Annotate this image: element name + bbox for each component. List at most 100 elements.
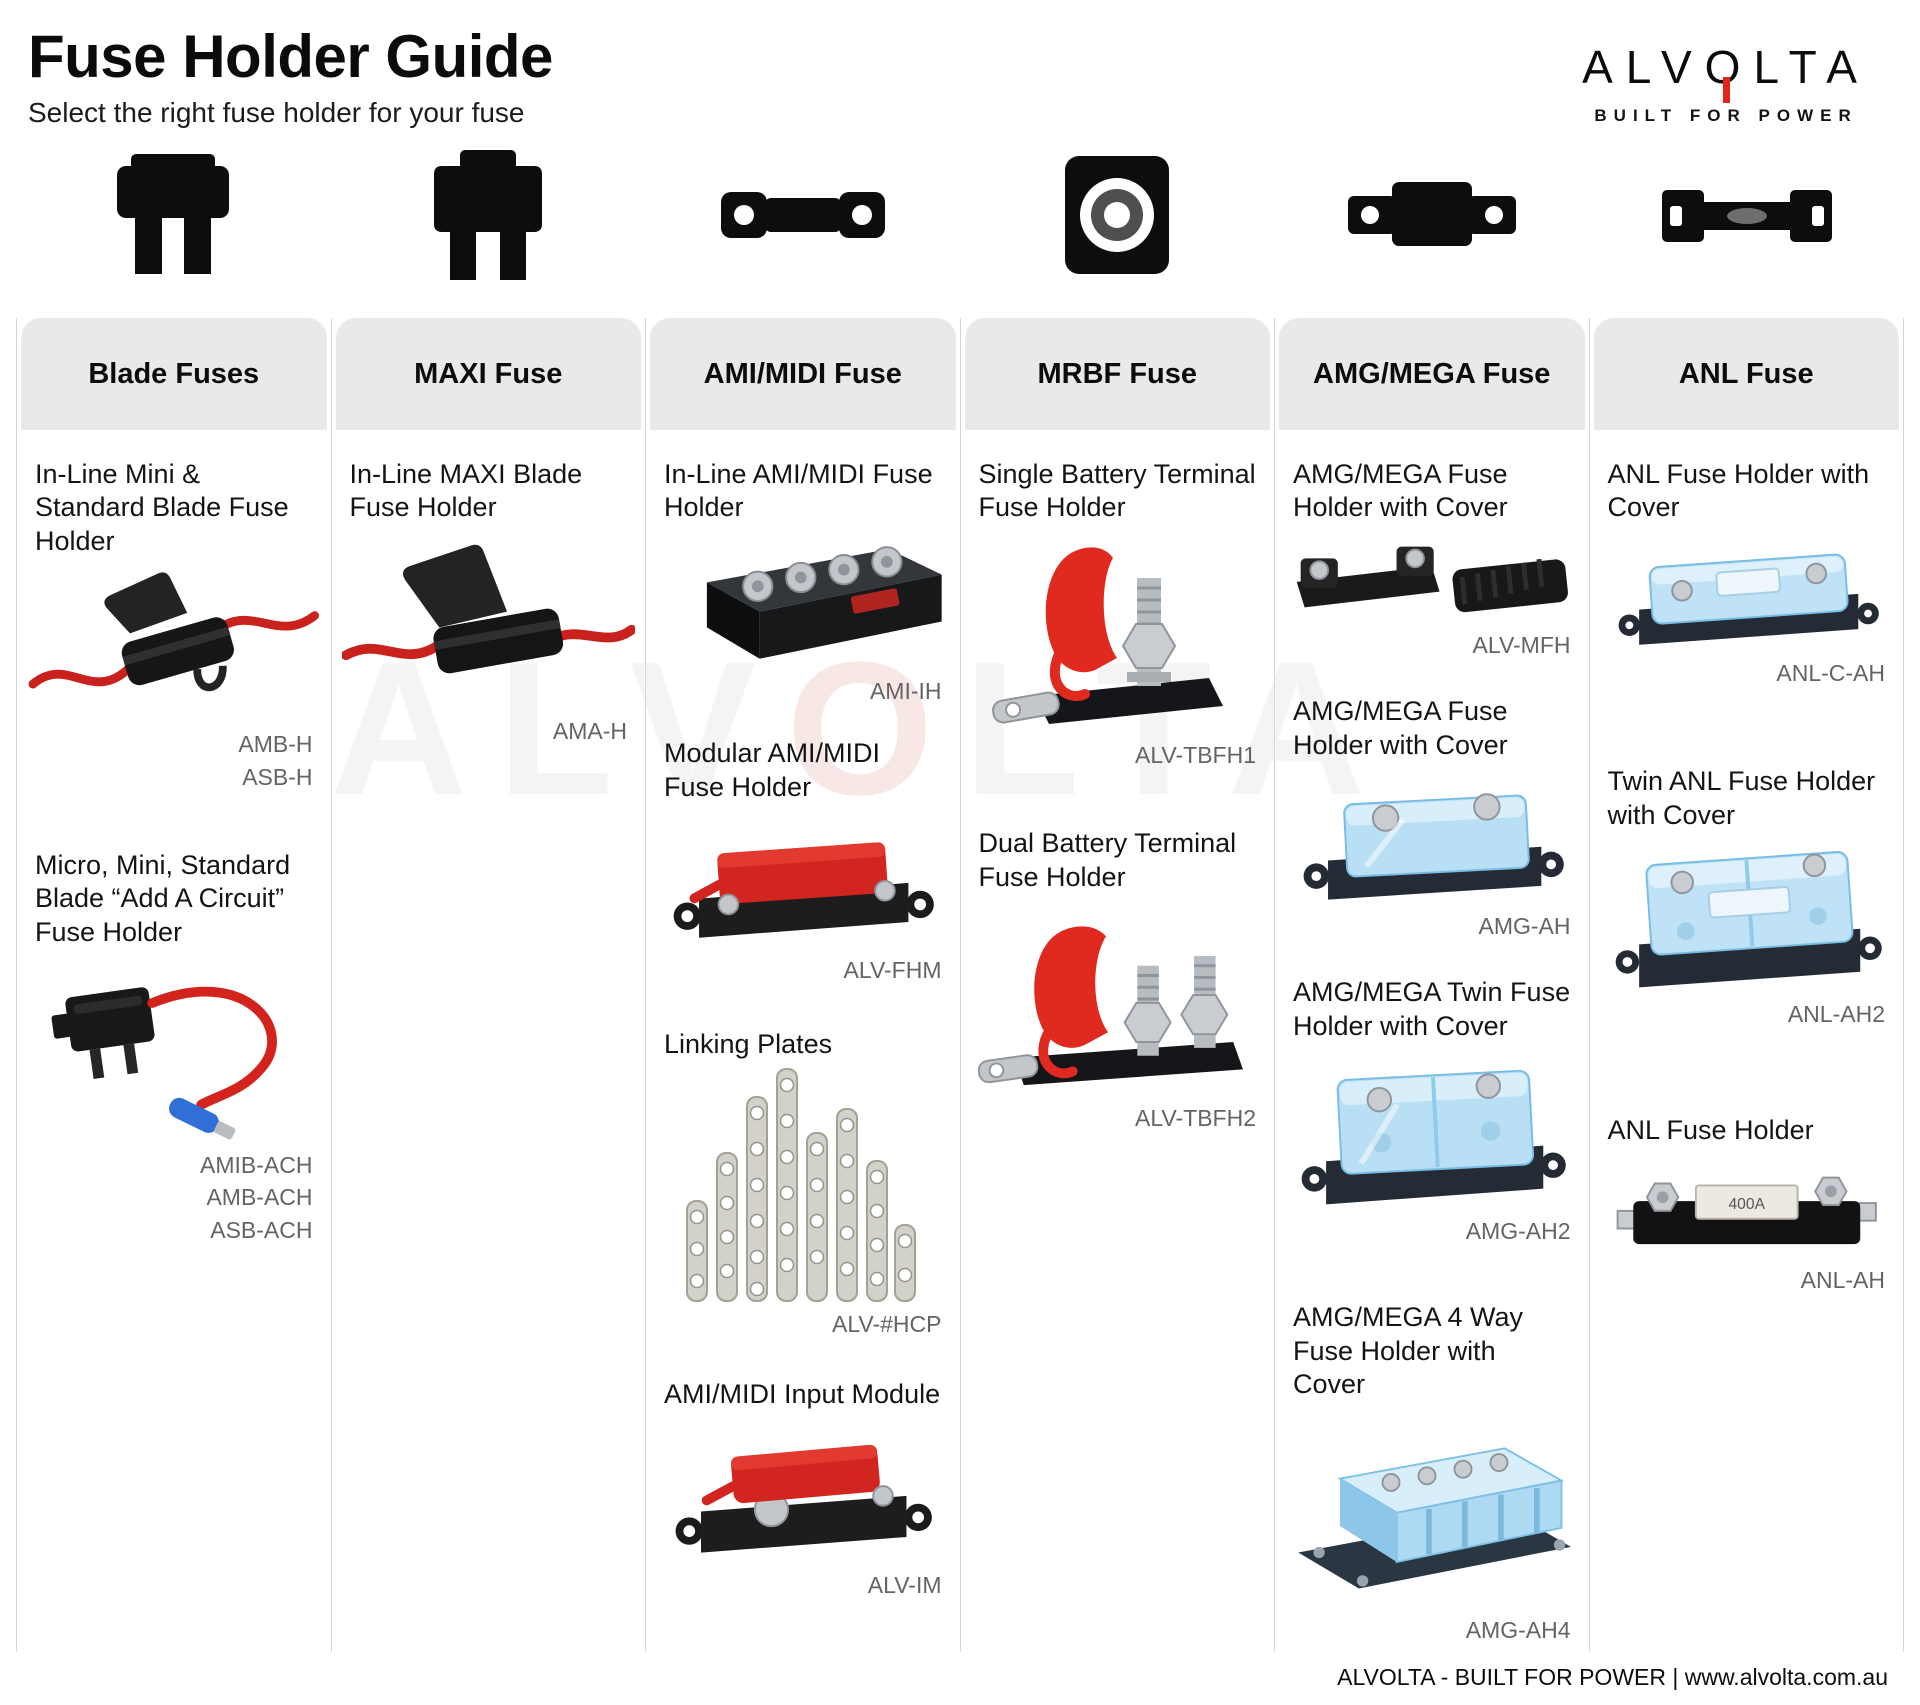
column-amg-mega-fuse: AMG/MEGA Fuse AMG/MEGA Fuse Holder with … [1275,318,1590,1652]
product-card-anl-c-ah: ANL Fuse Holder with Cover [1600,458,1894,689]
column-header-maxi-fuse: MAXI Fuse [335,318,641,430]
page-subtitle: Select the right fuse holder for your fu… [28,97,525,128]
product-title: AMG/MEGA Fuse Holder with Cover [1293,696,1508,760]
product-code: ASB-ACH [210,1216,313,1243]
midi-fuse-icon [720,191,885,238]
product-code: ASB-H [242,763,313,790]
product-codes: ALV-TBFH2 [971,1102,1265,1134]
brand-logo-o-mark: O [1704,41,1754,103]
product-image-anl-holder-cover [1600,525,1894,657]
product-code: AMG-AH [1478,913,1571,940]
product-title: AMG/MEGA Fuse Holder with Cover [1293,459,1508,523]
product-image-dual-battery-terminal-holder [971,894,1265,1102]
product-code: AMB-H [238,731,313,758]
product-codes: ALV-#HCP [656,1308,950,1340]
product-title: ANL Fuse Holder [1607,1115,1814,1146]
product-card-anl-ah: ANL Fuse Holder 400A [1600,1114,1894,1296]
anl-fuse-icon [1661,189,1832,242]
product-code: ANL-AH2 [1787,1001,1885,1028]
product-card-amg-ah2: AMG/MEGA Twin Fuse Holder with Cover [1285,976,1579,1247]
column-anl-fuse: ANL Fuse ANL Fuse Holder with Cover [1590,318,1904,1652]
standard-blade-fuse-icon [117,153,230,274]
watermark-o: O [785,623,964,835]
product-title: Linking Plates [664,1029,833,1060]
product-codes: ANL-AH [1600,1264,1894,1296]
icon-cell-mega [1275,142,1590,287]
product-code: ALV-FHM [843,957,942,984]
product-image-mega-twin-holder [1285,1043,1579,1215]
column-header-label: AMI/MIDI Fuse [703,357,902,390]
column-body-mrbf-fuse: Single Battery Terminal Fuse Holder [961,430,1275,1652]
column-header-mrbf-fuse: MRBF Fuse [964,318,1270,430]
product-card-amg-ah4: AMG/MEGA 4 Way Fuse Holder with Cover [1285,1301,1579,1646]
column-header-ami-midi-fuse: AMI/MIDI Fuse [650,318,956,430]
product-image-mega-holder-blue-cover [1285,762,1579,910]
product-card-amg-ah: AMG/MEGA Fuse Holder with Cover [1285,695,1579,942]
product-card-linking-plates: Linking Plates [656,1028,950,1340]
icon-cell-mrbf [960,142,1275,287]
product-codes: AMA-H [342,715,636,747]
product-image-anl-holder: 400A [1600,1148,1894,1264]
column-body-ami-midi-fuse: In-Line AMI/MIDI Fuse Holder [646,430,960,1652]
product-card-anl-ah2: Twin ANL Fuse Holder with Cover [1600,765,1894,1030]
product-code: AMIB-ACH [200,1152,313,1179]
product-codes: ALV-MFH [1285,629,1579,661]
product-code: ALV-TBFH2 [1135,1105,1256,1132]
product-code: ANL-C-AH [1776,659,1885,686]
product-codes: ALV-FHM [656,954,950,986]
column-body-maxi-fuse: In-Line MAXI Blade Fuse Holder [332,430,646,1652]
page-title: Fuse Holder Guide [28,23,553,90]
product-card-alv-im: AMI/MIDI Input Module [656,1378,950,1602]
product-code: ALV-#HCP [831,1310,942,1337]
product-image-single-battery-terminal-holder [971,525,1265,739]
product-title: Modular AMI/MIDI Fuse Holder [664,738,881,802]
product-card-alv-tbfh2: Dual Battery Terminal Fuse Holder [971,827,1265,1134]
product-code: AMB-ACH [206,1184,313,1211]
column-body-anl-fuse: ANL Fuse Holder with Cover [1590,430,1904,1652]
product-title: AMG/MEGA 4 Way Fuse Holder with Cover [1293,1302,1524,1400]
fuse-amp-label: 400A [1728,1196,1765,1213]
product-title: Single Battery Terminal Fuse Holder [978,459,1256,523]
product-card-add-a-circuit: Micro, Mini, Standard Blade “Add A Circu… [27,849,321,1246]
column-header-blade-fuses: Blade Fuses [21,318,327,430]
product-codes: AMG-AH [1285,910,1579,942]
column-body-blade-fuses: In-Line Mini & Standard Blade Fuse Holde… [17,430,331,1652]
product-image-mega-4way-holder [1285,1402,1579,1614]
fuse-holder-table: Blade Fuses In-Line Mini & Standard Blad… [16,318,1904,1652]
product-title: AMG/MEGA Twin Fuse Holder with Cover [1293,977,1571,1041]
product-code: AMG-AH2 [1465,1218,1571,1245]
maxi-blade-fuse-icon [434,149,542,280]
column-header-amg-mega-fuse: AMG/MEGA Fuse [1279,318,1585,430]
column-maxi-fuse: MAXI Fuse In-Line MAXI Blade Fuse Holder [332,318,646,1652]
product-image-modular-ami-midi-holder [656,804,950,954]
product-card-alv-fhm: Modular AMI/MIDI Fuse Holder [656,737,950,986]
product-codes: ANL-C-AH [1600,657,1894,689]
page-header: Fuse Holder Guide Select the right fuse … [28,22,553,129]
product-codes: ANL-AH2 [1600,998,1894,1030]
product-codes: AMB-H ASB-H [27,728,321,792]
product-title: In-Line MAXI Blade Fuse Holder [349,459,583,523]
product-image-mega-holder-black [1285,525,1579,629]
product-card-alv-tbfh1: Single Battery Terminal Fuse Holder [971,458,1265,771]
column-body-amg-mega-fuse: AMG/MEGA Fuse Holder with Cover [1275,430,1589,1652]
column-header-label: MAXI Fuse [414,357,563,390]
watermark-part1: ALV [330,623,786,835]
product-card-ami-ih: In-Line AMI/MIDI Fuse Holder [656,458,950,707]
product-codes: ALV-TBFH1 [971,739,1265,771]
product-image-ami-midi-input-module [656,1411,950,1569]
product-title: ANL Fuse Holder with Cover [1607,459,1870,523]
product-code: ALV-TBFH1 [1135,741,1256,768]
product-title: AMI/MIDI Input Module [664,1378,941,1409]
column-header-anl-fuse: ANL Fuse [1593,318,1899,430]
column-header-label: ANL Fuse [1678,357,1814,390]
page-footer: ALVOLTA - BUILT FOR POWER | www.alvolta.… [1337,1664,1888,1690]
product-image-inline-ami-midi-holder [656,525,950,675]
icon-cell-blade [16,142,331,287]
column-header-label: AMG/MEGA Fuse [1313,357,1551,390]
product-card-alv-mfh: AMG/MEGA Fuse Holder with Cover [1285,458,1579,661]
icon-cell-midi [645,142,960,287]
product-title: Twin ANL Fuse Holder with Cover [1607,766,1876,830]
